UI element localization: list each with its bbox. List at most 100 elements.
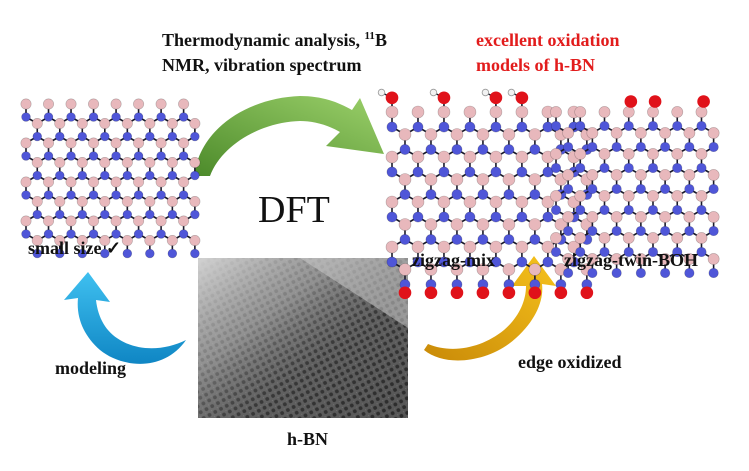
nitrogen-atom <box>575 163 585 173</box>
boron-atom <box>451 129 463 141</box>
boron-atom <box>111 99 121 109</box>
boron-atom <box>599 232 610 243</box>
nitrogen-atom <box>612 184 622 194</box>
nitrogen-atom <box>478 144 488 154</box>
nitrogen-atom <box>67 191 76 200</box>
nitrogen-atom <box>636 142 646 152</box>
boron-atom <box>708 211 719 222</box>
boron-atom <box>412 196 424 208</box>
nitrogen-atom <box>491 167 501 177</box>
nitrogen-atom <box>55 171 64 180</box>
boron-atom <box>178 177 188 187</box>
nitrogen-atom <box>179 113 188 122</box>
boron-atom <box>516 196 528 208</box>
nitrogen-atom <box>89 191 98 200</box>
nitrogen-atom <box>624 163 634 173</box>
boron-atom <box>550 190 561 201</box>
nitrogen-atom <box>67 113 76 122</box>
boron-atom <box>438 151 450 163</box>
highlight-text-line2: models of h-BN <box>476 55 595 76</box>
edge-oxidized-label: edge oxidized <box>518 352 622 373</box>
boron-atom <box>696 106 707 117</box>
boron-atom <box>156 138 166 148</box>
nitrogen-atom <box>100 171 109 180</box>
zigzag-twin-boh-label: zigzag-twin-BOH <box>564 250 698 271</box>
nitrogen-atom <box>33 171 42 180</box>
nitrogen-atom <box>685 226 695 236</box>
nitrogen-atom <box>439 212 449 222</box>
boron-atom <box>647 148 658 159</box>
nitrogen-atom <box>551 205 561 215</box>
nitrogen-atom <box>157 113 166 122</box>
boron-atom <box>55 118 65 128</box>
nitrogen-atom <box>551 163 561 173</box>
boron-atom <box>464 151 476 163</box>
highlight-text-line1: excellent oxidation <box>476 30 619 51</box>
boron-atom <box>647 106 658 117</box>
boron-atom <box>111 177 121 187</box>
boron-atom <box>660 211 671 222</box>
nitrogen-atom <box>134 230 143 239</box>
boron-atom <box>516 106 528 118</box>
hydrogen-atom <box>430 89 437 96</box>
boron-atom <box>190 235 200 245</box>
boron-atom <box>133 99 143 109</box>
nitrogen-atom <box>452 189 462 199</box>
boron-atom <box>647 190 658 201</box>
boron-atom <box>623 106 634 117</box>
nitrogen-atom <box>478 234 488 244</box>
boron-atom <box>167 235 177 245</box>
nitrogen-atom <box>600 163 610 173</box>
nitrogen-atom <box>648 205 658 215</box>
boron-atom <box>66 177 76 187</box>
boron-atom <box>490 106 502 118</box>
nitrogen-atom <box>636 184 646 194</box>
boron-atom <box>647 232 658 243</box>
boron-atom <box>550 232 561 243</box>
nitrogen-atom <box>190 171 199 180</box>
oxygen-atom <box>581 286 594 299</box>
boron-atom <box>145 235 155 245</box>
nitrogen-atom <box>33 132 42 141</box>
nitrogen-atom <box>179 230 188 239</box>
boron-atom <box>503 129 515 141</box>
boron-atom <box>111 216 121 226</box>
nitrogen-atom <box>697 163 707 173</box>
boron-atom <box>399 264 411 276</box>
nitrogen-atom <box>400 144 410 154</box>
nitrogen-atom <box>624 121 634 131</box>
boron-atom <box>708 127 719 138</box>
nitrogen-atom <box>78 171 87 180</box>
boron-atom <box>156 99 166 109</box>
boron-atom <box>122 118 132 128</box>
boron-atom <box>88 99 98 109</box>
nitrogen-atom <box>465 122 475 132</box>
nitrogen-atom <box>123 132 132 141</box>
nitrogen-atom <box>123 249 132 258</box>
boron-atom <box>66 99 76 109</box>
boron-atom <box>503 174 515 186</box>
nitrogen-atom <box>697 205 707 215</box>
boron-atom <box>672 190 683 201</box>
boron-atom <box>563 127 574 138</box>
boron-atom <box>133 216 143 226</box>
boron-atom <box>425 129 437 141</box>
boron-atom <box>386 241 398 253</box>
oxygen-atom <box>451 286 464 299</box>
boron-atom <box>21 216 31 226</box>
nitrogen-atom <box>145 171 154 180</box>
nitrogen-atom <box>387 122 397 132</box>
nitrogen-atom <box>491 212 501 222</box>
boron-atom <box>43 138 53 148</box>
modeling-label: modeling <box>55 358 126 379</box>
boron-atom <box>425 219 437 231</box>
nitrogen-atom <box>439 167 449 177</box>
boron-atom <box>672 106 683 117</box>
nitrogen-atom <box>387 257 397 267</box>
nitrogen-atom <box>157 230 166 239</box>
nitrogen-atom <box>145 210 154 219</box>
nitrogen-atom <box>612 142 622 152</box>
boron-atom <box>145 196 155 206</box>
nitrogen-atom <box>709 184 719 194</box>
boron-atom <box>178 138 188 148</box>
